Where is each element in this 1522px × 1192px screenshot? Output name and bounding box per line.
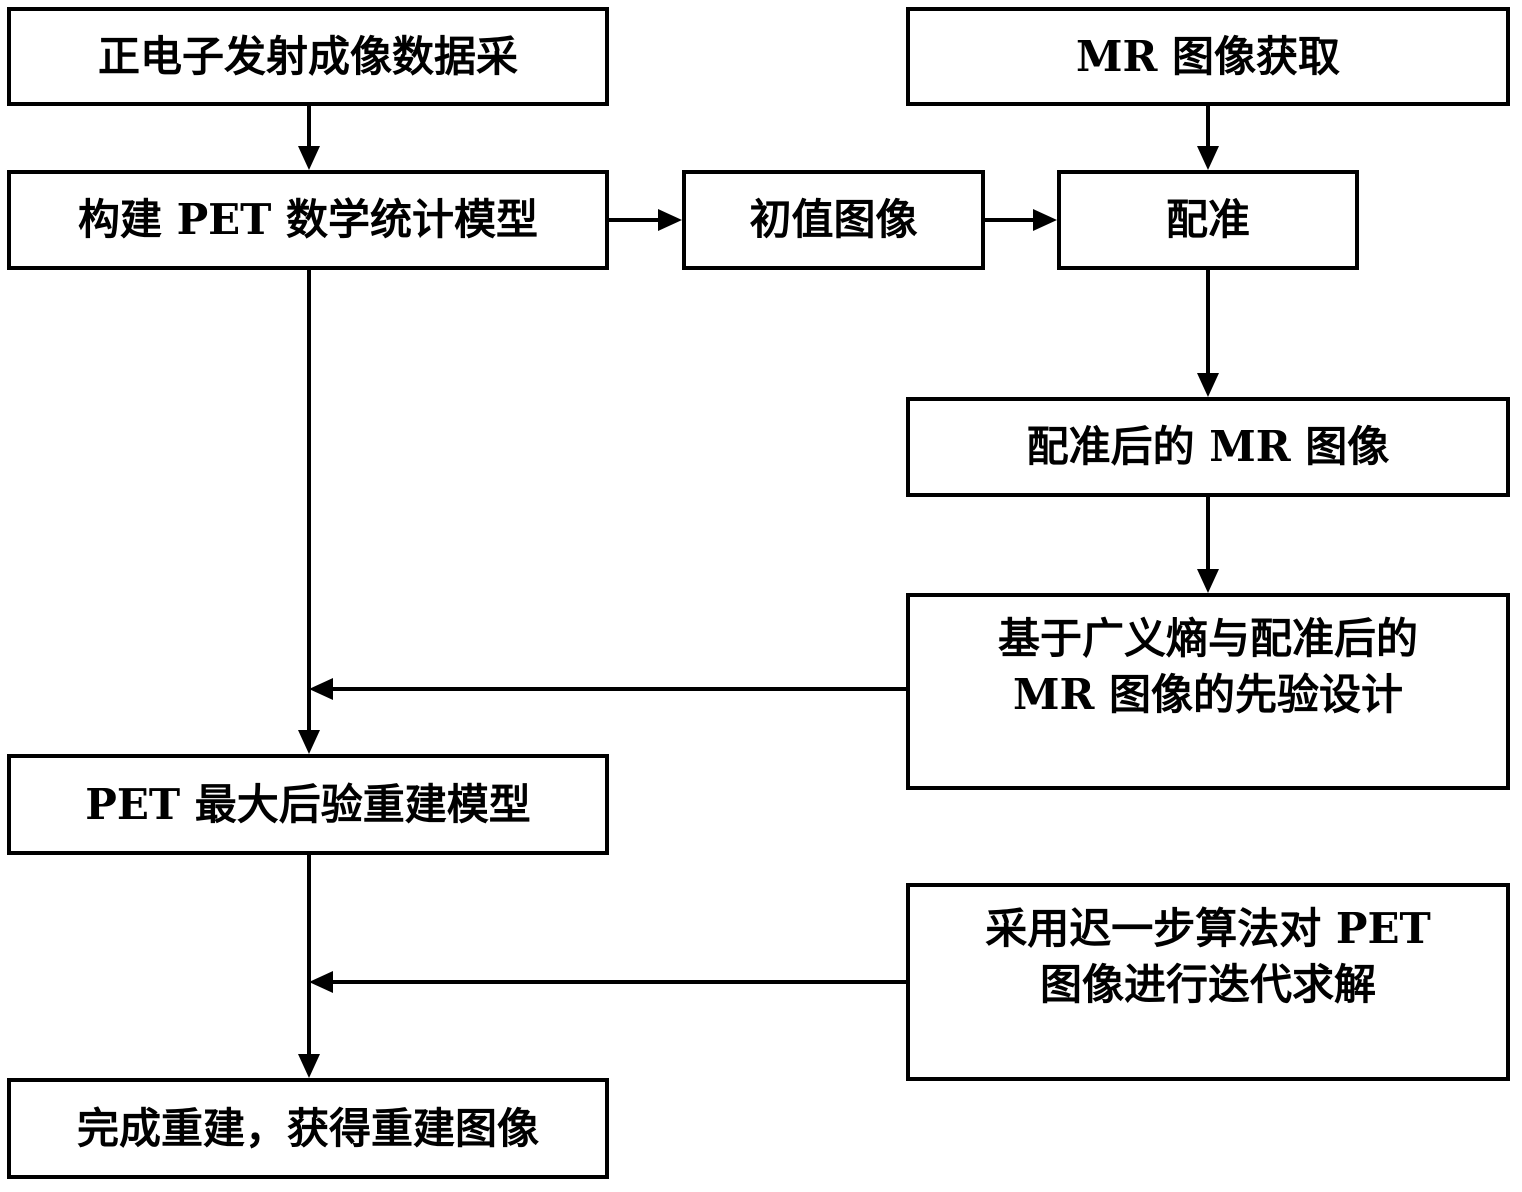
- arrowhead-right-icon: [1033, 209, 1057, 231]
- arrowhead-down-icon: [1197, 569, 1219, 593]
- node-label: 完成重建，获得重建图像: [76, 1103, 539, 1153]
- node-label: 初值图像: [749, 195, 918, 244]
- node-label: 构建 PET 数学统计模型: [77, 195, 539, 244]
- node-initial-image: 初值图像: [682, 170, 985, 270]
- node-pet-stat-model: 构建 PET 数学统计模型: [7, 170, 609, 270]
- arrowhead-left-icon: [309, 678, 333, 700]
- node-label: 采用迟一步算法对 PET 图像进行迭代求解: [985, 904, 1431, 1009]
- arrowhead-down-icon: [298, 730, 320, 754]
- node-label: PET 最大后验重建模型: [85, 779, 531, 829]
- arrowhead-down-icon: [298, 146, 320, 170]
- node-registered-mr: 配准后的 MR 图像: [906, 397, 1510, 497]
- node-pet-acquisition: 正电子发射成像数据采: [7, 7, 609, 106]
- node-final-result: 完成重建，获得重建图像: [7, 1078, 609, 1179]
- node-label: MR 图像获取: [1075, 31, 1341, 81]
- arrowhead-left-icon: [309, 971, 333, 993]
- arrowhead-down-icon: [1197, 373, 1219, 397]
- node-label: 基于广义熵与配准后的 MR 图像的先验设计: [997, 614, 1418, 719]
- arrowhead-right-icon: [658, 209, 682, 231]
- node-label: 配准后的 MR 图像: [1026, 422, 1390, 471]
- node-label: 正电子发射成像数据采: [97, 31, 518, 81]
- node-label: 配准: [1165, 195, 1250, 244]
- arrowhead-down-icon: [1197, 146, 1219, 170]
- node-osl-iteration: 采用迟一步算法对 PET 图像进行迭代求解: [906, 883, 1510, 1081]
- node-prior-design: 基于广义熵与配准后的 MR 图像的先验设计: [906, 593, 1510, 790]
- node-registration: 配准: [1057, 170, 1359, 270]
- arrowhead-down-icon: [298, 1054, 320, 1078]
- node-pet-map-model: PET 最大后验重建模型: [7, 754, 609, 855]
- node-mr-acquisition: MR 图像获取: [906, 7, 1510, 106]
